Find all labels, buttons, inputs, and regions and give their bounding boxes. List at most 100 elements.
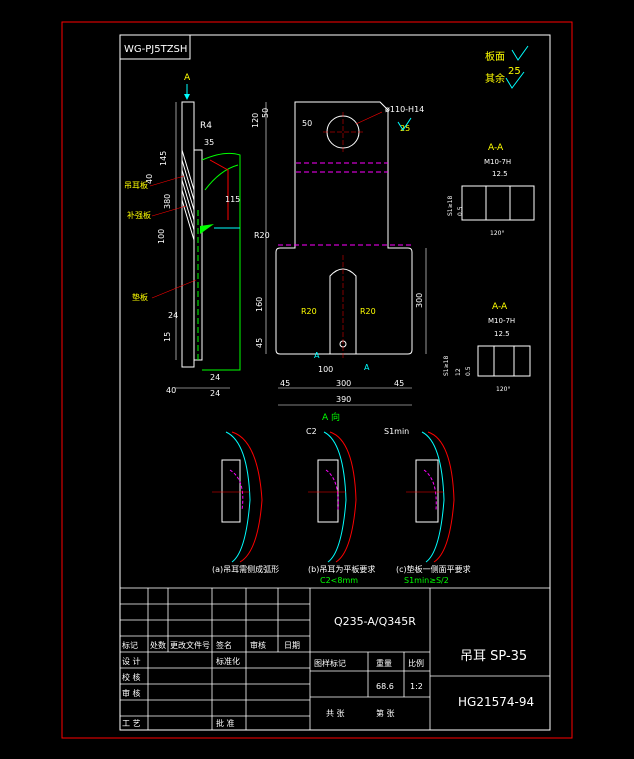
section-v2: 12 — [455, 368, 462, 376]
view-arrow-label: A — [184, 73, 191, 83]
tb-change-doc: 更改文件号 — [170, 640, 210, 650]
dim-r20c: R20 — [360, 307, 376, 316]
section-mark-b: A — [364, 363, 370, 372]
outer-border-frame — [61, 21, 573, 739]
side-view: A R4 35 145 40 380 115 100 24 15 24 40 2… — [124, 73, 241, 398]
detail-title: A 向 — [322, 411, 340, 423]
hole-roughness: 25 — [400, 124, 410, 133]
weld-label-lug: 吊耳板 — [124, 180, 148, 190]
detail-s1min: S1min — [384, 427, 409, 436]
dim-390: 390 — [336, 395, 351, 404]
tb-check: 审 核 — [122, 688, 141, 698]
dim-145: 145 — [159, 151, 168, 166]
dim-40b: 40 — [166, 386, 176, 395]
lug-outline — [317, 459, 339, 523]
shell-curve — [323, 431, 347, 563]
shell-curve — [421, 431, 445, 563]
caption-b: (b)吊耳为平板要求 — [308, 564, 375, 574]
leader-line — [355, 111, 383, 125]
surface-face-label: 板面 — [485, 50, 505, 63]
hidden-line — [229, 469, 244, 511]
dim-45c: 45 — [394, 379, 404, 388]
hatch-line — [181, 199, 195, 241]
title-block — [119, 587, 551, 731]
weld-label-body: 补强板 — [127, 210, 151, 220]
shell-curve — [231, 431, 263, 563]
tb-sign: 签名 — [216, 640, 232, 650]
section-view-2: A-A M10-7H 12.5 S1≥18 12 0.5 120° — [443, 302, 531, 393]
tb-count: 处数 — [150, 640, 166, 650]
tb-stage-mark: 图样标记 — [314, 658, 346, 668]
hatch-line — [181, 149, 195, 191]
dim-300v: 300 — [415, 293, 424, 308]
vessel-shell-outline — [201, 152, 241, 371]
hatch-line — [181, 179, 195, 221]
code-box — [119, 34, 191, 60]
hatch-line — [181, 169, 195, 211]
caption-c: (c)垫板一侧面平要求 — [396, 564, 471, 574]
tb-weight-label: 重量 — [376, 658, 392, 668]
dim-15: 15 — [163, 332, 172, 342]
leader-line — [151, 279, 197, 299]
dim-45b: 45 — [280, 379, 290, 388]
section-mark-a: A — [314, 351, 320, 360]
section-angle: 120° — [496, 386, 510, 393]
surface-other-label: 其余 — [485, 72, 505, 85]
part-name: 吊耳 SP-35 — [460, 649, 527, 664]
dim-r20b: R20 — [301, 307, 317, 316]
detail-a — [212, 431, 263, 563]
leader-line — [149, 175, 185, 187]
leader-line — [151, 205, 187, 217]
section-v3: 0.5 — [465, 366, 472, 376]
dim-24b: 24 — [210, 373, 220, 382]
detail-c2: C2 — [306, 427, 317, 436]
tb-approve: 批 准 — [216, 718, 235, 728]
surface-other-value: 25 — [508, 66, 521, 77]
dim-40: 40 — [145, 174, 154, 184]
tb-weight: 68.6 — [376, 682, 394, 691]
dim-100: 100 — [157, 229, 166, 244]
dim-24a: 24 — [168, 311, 178, 320]
weld-leader-line — [209, 159, 229, 220]
roughness-symbol-icon — [511, 45, 529, 61]
hidden-line — [325, 469, 339, 511]
view-arrow-icon — [184, 94, 190, 100]
tapped-hole — [493, 345, 515, 377]
dim-50b: 50 — [302, 119, 312, 128]
tb-date: 日期 — [284, 641, 300, 650]
tb-sheet: 第 张 — [376, 708, 395, 718]
section-depth: 12.5 — [494, 330, 510, 338]
note-b: C2<8mm — [320, 576, 358, 585]
lug-outline — [221, 459, 241, 523]
dim-r20a: R20 — [254, 231, 270, 240]
caption-a: (a)吊耳需侧成弧形 — [212, 564, 279, 574]
section-body — [461, 185, 535, 221]
dim-115: 115 — [225, 195, 240, 204]
detail-c — [406, 431, 455, 563]
shell-curve — [427, 431, 455, 563]
note-c: S1min≥S/2 — [404, 576, 449, 585]
weld-marker-icon — [200, 224, 214, 234]
roughness-symbol-icon — [397, 117, 412, 131]
dim-45a: 45 — [255, 338, 264, 348]
dim-24c: 24 — [210, 389, 220, 398]
section-thread: M10-7H — [488, 317, 515, 325]
section-s1: S1≥18 — [447, 196, 454, 216]
section-angle: 120° — [490, 230, 504, 237]
section-view-1: A-A M10-7H 12.5 S1≥18 0.5 120° — [447, 143, 535, 237]
material: Q235-A/Q345R — [334, 615, 416, 628]
section-body — [477, 345, 531, 377]
section-title: A-A — [488, 143, 504, 153]
code-box-text: WG-PJ5TZSH — [124, 44, 187, 55]
tb-mark: 标记 — [122, 640, 138, 650]
lug-outline — [415, 459, 439, 523]
tb-draw: 校 核 — [122, 672, 141, 682]
roughness-symbol-icon — [505, 71, 525, 89]
section-v2: 0.5 — [457, 206, 464, 216]
dim-35: 35 — [204, 138, 214, 147]
shell-curve — [225, 431, 251, 563]
tb-scale-label: 比例 — [408, 658, 424, 668]
section-title: A-A — [492, 302, 508, 312]
dim-120: 120 — [251, 113, 260, 128]
tb-sheets: 共 张 — [326, 709, 345, 718]
